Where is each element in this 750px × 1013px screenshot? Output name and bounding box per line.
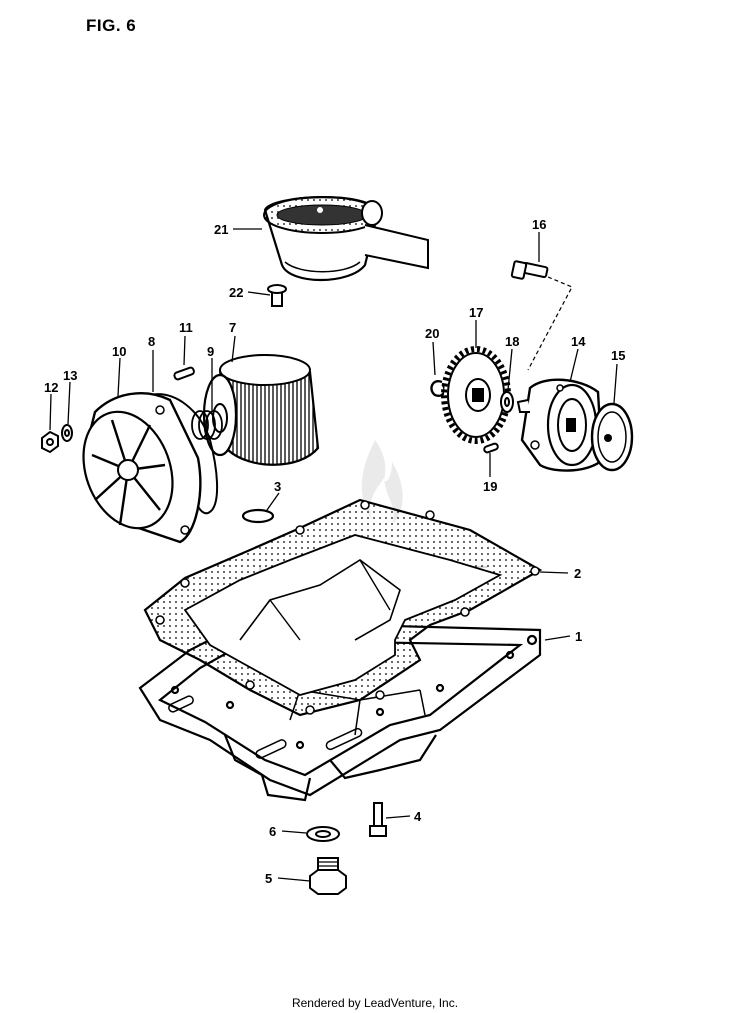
bolt-guide-line [527, 276, 573, 371]
figure-title: FIG. 6 [86, 16, 137, 35]
callout-7: 7 [229, 320, 236, 335]
oil-filter-element [202, 354, 320, 466]
callout-9: 9 [207, 344, 214, 359]
callout-21: 21 [214, 222, 228, 237]
callout-2: 2 [574, 566, 581, 581]
drain-bolt [369, 802, 387, 837]
callout-4: 4 [414, 809, 422, 824]
oil-pump-body [516, 378, 604, 472]
callout-6: 6 [269, 824, 276, 839]
pump-pin [483, 442, 499, 454]
oil-pump-gear [441, 346, 511, 444]
filter-spring [191, 410, 223, 440]
callout-10: 10 [112, 344, 126, 359]
oil-filter-cover [82, 392, 202, 544]
flame-logo-icon [361, 440, 403, 525]
callout-19: 19 [483, 479, 497, 494]
cover-washer [61, 424, 73, 442]
callout-leaders [49, 228, 618, 882]
o-ring-small [241, 508, 275, 524]
callout-22: 22 [229, 285, 243, 300]
callout-8: 8 [148, 334, 155, 349]
callout-3: 3 [274, 479, 281, 494]
cover-nut [41, 430, 59, 454]
dowel-pin [173, 366, 195, 381]
callout-5: 5 [265, 871, 272, 886]
callout-1: 1 [575, 629, 582, 644]
callout-17: 17 [469, 305, 483, 320]
drain-plug-washer [306, 826, 340, 842]
callout-18: 18 [505, 334, 519, 349]
oil-pan-gasket [143, 498, 543, 717]
drain-plug [309, 857, 347, 895]
callout-20: 20 [425, 326, 439, 341]
callout-15: 15 [611, 348, 625, 363]
render-credit: Rendered by LeadVenture, Inc. [291, 996, 459, 1010]
callout-13: 13 [63, 368, 77, 383]
oil-strainer-cup [263, 196, 429, 281]
callout-16: 16 [532, 217, 546, 232]
pump-washer [500, 391, 514, 413]
pump-bolt [510, 260, 549, 280]
strainer-screw [267, 284, 287, 307]
oil-pump-cover [590, 402, 634, 472]
filter-cover-o-ring [149, 393, 219, 515]
callout-labels: 1 2 3 4 5 6 7 8 9 10 11 12 13 14 15 16 1… [44, 217, 625, 886]
callout-11: 11 [179, 320, 193, 335]
callout-12: 12 [44, 380, 58, 395]
callout-14: 14 [571, 334, 586, 349]
